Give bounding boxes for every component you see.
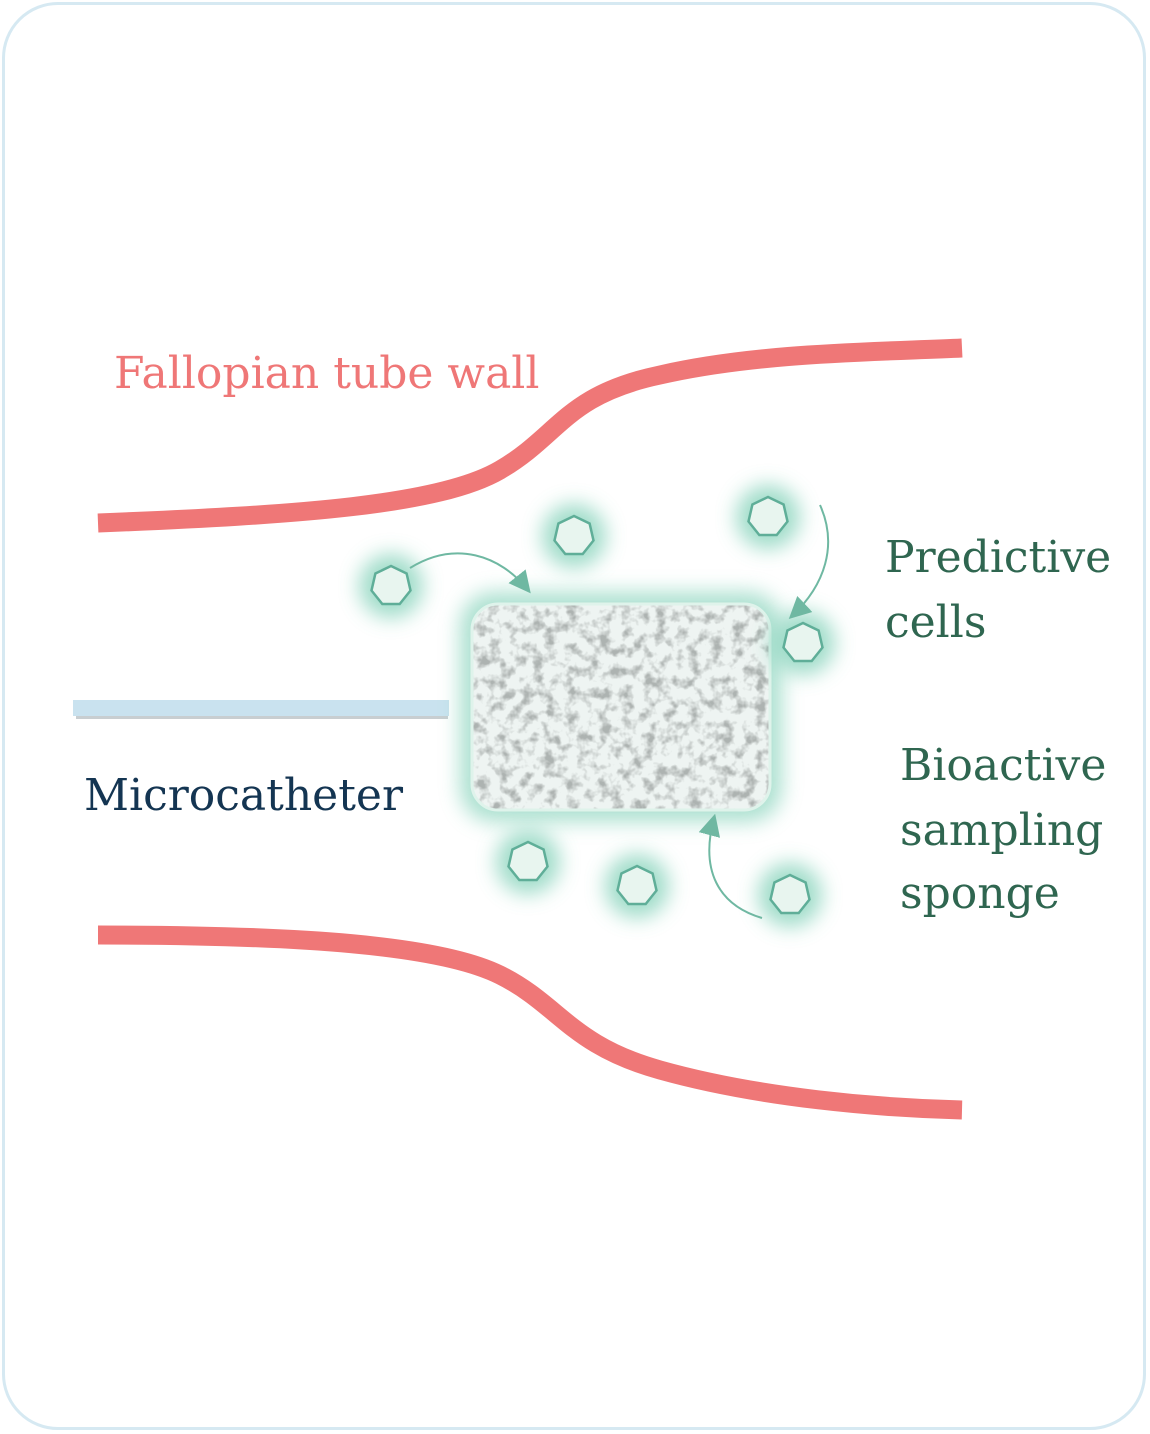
sponge-label-line2: sampling (900, 805, 1103, 856)
curved-arrow-icon (409, 552, 531, 594)
microcatheter-label: Microcatheter (84, 770, 404, 821)
cell-heptagon-icon (771, 611, 835, 675)
cell-heptagon-icon (758, 863, 822, 927)
predictive-cells-label-line2: cells (885, 597, 986, 648)
tube-wall-label: Fallopian tube wall (114, 348, 539, 399)
sponge-label-line1: Bioactive (900, 740, 1106, 791)
sponge-label-line3: sponge (900, 868, 1060, 919)
curved-arrow-icon (788, 504, 830, 620)
tube-wall-upper (97, 338, 963, 533)
cell-heptagon-icon (736, 485, 800, 549)
microcatheter (73, 700, 449, 716)
cell-heptagon-icon (496, 830, 560, 894)
curved-arrow-icon (698, 813, 763, 919)
cell-heptagon-icon (542, 504, 606, 568)
cell-heptagon-icon (605, 854, 669, 918)
predictive-cells-label-line1: Predictive (885, 532, 1111, 583)
bioactive-sponge (472, 604, 770, 810)
cell-heptagon-icon (359, 554, 423, 618)
tube-wall-lower (97, 925, 963, 1120)
